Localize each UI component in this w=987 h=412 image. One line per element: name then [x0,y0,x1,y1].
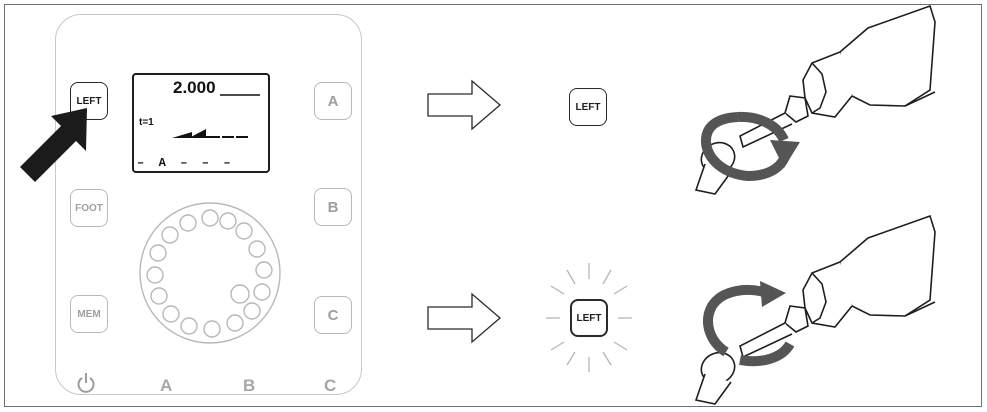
left-button[interactable]: LEFT [70,82,108,120]
display-value: 2.000 [173,78,216,97]
display-ramp-large [189,129,206,138]
display-graphics [172,94,260,138]
mem-button[interactable]: MEM [70,295,108,333]
handpiece-top [694,4,936,195]
display-ramp-small [172,132,192,138]
rotation-arrow-counterclockwise-icon [703,281,795,367]
left-button-flashing: LEFT [570,299,608,337]
rotation-arrow-clockwise-icon [700,111,800,182]
arrow-right-icon-bottom [427,292,501,344]
left-button-steady: LEFT [569,88,607,126]
display-mode-row: – A – – – [137,156,231,170]
c-button[interactable]: C [314,296,352,334]
press-arrow-icon [20,108,87,182]
power-icon[interactable] [76,372,96,394]
display-t-label: t=1 [139,117,154,128]
flash-rays-icon [546,263,632,372]
dial-icon[interactable] [139,202,281,344]
bottom-label-a: A [160,376,173,395]
handpiece-bottom [694,214,936,405]
a-button[interactable]: A [314,82,352,120]
bottom-label-c: C [324,376,337,395]
bottom-label-b: B [243,376,256,395]
arrow-right-icon-top [427,79,501,131]
b-button[interactable]: B [314,188,352,226]
foot-button[interactable]: FOOT [70,189,108,227]
display-screen: 2.000 t=1 – A – – – [132,73,270,173]
